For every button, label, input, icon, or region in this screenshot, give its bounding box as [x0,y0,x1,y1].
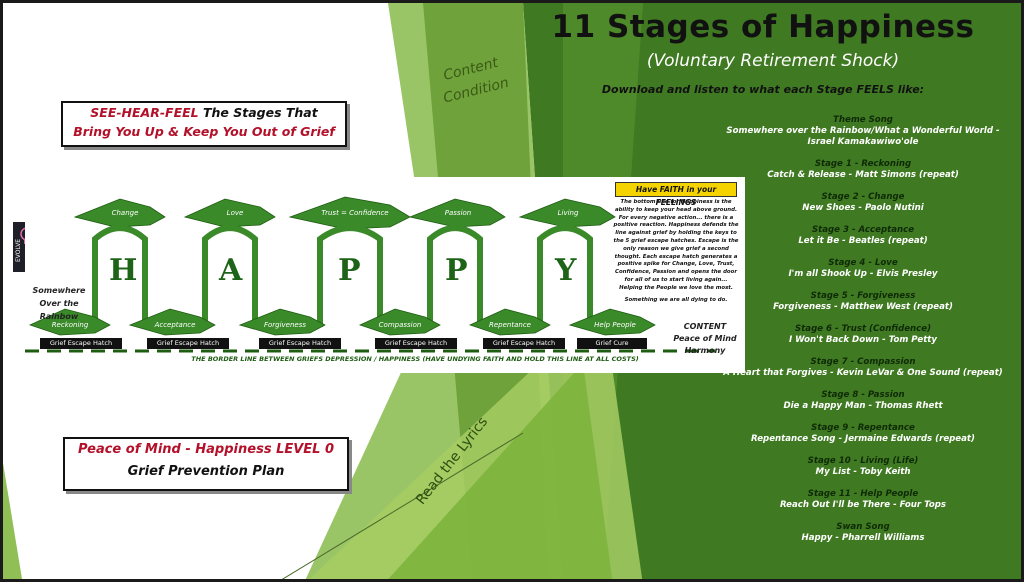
page-subtitle: (Voluntary Retirement Shock) [646,51,900,71]
faith-text: The bottom line for Happiness is the abi… [613,199,739,304]
faith-title: Have FAITH in your FEELINGS [615,182,737,207]
song-stage-heading: Stage 8 - Passion [821,390,905,400]
song-stage-heading: Stage 9 - Repentance [811,423,915,433]
bring-you-up-text: Bring You Up & Keep You Out of Grief [73,124,335,139]
letter-p1: P [338,253,361,288]
peace-of-mind-box: Peace of Mind - Happiness LEVEL 0 Grief … [63,437,349,491]
song-block: Stage 10 - Living (Life)My List - Toby K… [723,456,1003,478]
song-block: Stage 6 - Trust (Confidence)I Won't Back… [723,324,1003,346]
grief-escape-hatch-2: Grief Escape Hatch [147,338,229,349]
tree-label-passion: Passion [444,209,472,217]
song-title: New Shoes - Paolo Nutini [802,203,924,213]
song-title: A Heart that Forgives - Kevin LeVar & On… [723,368,1003,378]
background-shapes [3,3,1021,579]
grief-escape-hatch-4: Grief Escape Hatch [375,338,457,349]
song-stage-heading: Stage 6 - Trust (Confidence) [794,324,932,334]
see-hear-feel-box: SEE-HEAR-FEEL The Stages That Bring You … [61,101,347,147]
tree-label-living: Living [557,209,579,217]
content-peace-harmony: CONTENT Peace of Mind Harmony [673,322,737,355]
peace-level-text: Peace of Mind - Happiness LEVEL 0 [77,442,335,457]
letter-y: Y [555,253,577,288]
letter-a: A [219,253,243,288]
song-title: Somewhere over the Rainbow/What a Wonder… [726,126,1000,147]
song-title: Happy - Pharrell Williams [801,533,925,543]
evolve-label: EVOLVE [15,238,22,262]
song-stage-heading: Stage 10 - Living (Life) [807,456,919,466]
grief-escape-hatch-5: Grief Escape Hatch [483,338,565,349]
song-stage-heading: Stage 4 - Love [828,258,898,268]
song-title: Catch & Release - Matt Simons (repeat) [767,170,959,180]
stages-that-text: The Stages That [198,105,318,120]
tree-label-trust: Trust = Confidence [321,209,389,217]
song-stage-heading: Stage 3 - Acceptance [811,225,915,235]
letter-h: H [109,253,138,288]
banner-graphics [25,196,715,353]
grief-escape-hatch-1: Grief Escape Hatch [40,338,122,349]
song-title: Let it Be - Beatles (repeat) [798,236,928,246]
grief-escape-hatch-3: Grief Escape Hatch [259,338,341,349]
song-stage-heading: Stage 11 - Help People [807,489,919,499]
letter-p2: P [445,253,468,288]
song-title: Reach Out I'll be There - Four Tops [779,500,947,510]
song-title: Repentance Song - Jermaine Edwards (repe… [751,434,975,444]
song-stage-heading: Stage 1 - Reckoning [814,159,912,169]
song-stage-heading: Swan Song [836,522,890,532]
faith-body: The bottom line for Happiness is the abi… [613,199,739,291]
song-stage-heading: Stage 7 - Compassion [810,357,916,367]
somewhere-over-rainbow: Somewhere Over the Rainbow [32,286,86,321]
song-stage-heading: Stage 5 - Forgiveness [810,291,916,301]
stage-label-compassion: Compassion [378,321,422,329]
faith-footer: Something we are all dying to do. [624,296,728,303]
song-title: I'm all Shook Up - Elvis Presley [788,269,938,279]
border-line-text: THE BORDER LINE BETWEEN GRIEFS DEPRESSIO… [191,355,639,363]
stage-label-acceptance: Acceptance [154,321,196,329]
song-title: Forgiveness - Matthew West (repeat) [773,302,953,312]
stage-label-reckoning: Reckoning [51,321,89,329]
tree-label-love: Love [226,209,244,217]
stage-label-help-people: Help People [594,321,636,329]
grief-plan-text: Grief Prevention Plan [127,464,285,479]
happy-banner: Change Love Trust = Confidence Passion L… [25,177,745,373]
page-title: 11 Stages of Happiness [551,9,975,45]
stage-label-forgiveness: Forgiveness [263,321,307,329]
tree-label-change: Change [111,209,139,217]
song-title: My List - Toby Keith [815,467,911,477]
stage-label-repentance: Repentance [489,321,531,329]
song-title: Die a Happy Man - Thomas Rhett [783,401,943,411]
song-stage-heading: Theme Song [833,115,893,125]
song-title: I Won't Back Down - Tom Petty [788,335,938,345]
grief-cure: Grief Cure [577,338,647,349]
download-instruction: Download and listen to what each Stage F… [601,83,925,96]
see-hear-feel-text: SEE-HEAR-FEEL [90,105,199,120]
song-stage-heading: Stage 2 - Change [821,192,905,202]
